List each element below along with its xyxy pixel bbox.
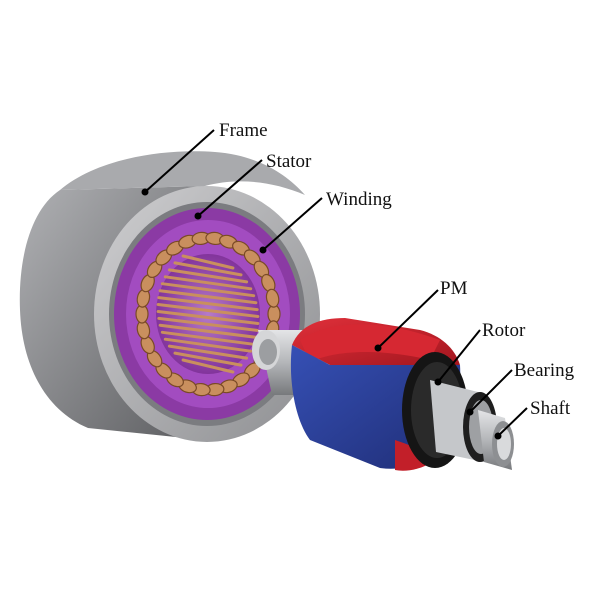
shaft-rear-end-dark xyxy=(259,339,277,365)
leader-frame-dot xyxy=(142,189,149,196)
leader-rotor-dot xyxy=(435,379,442,386)
leader-pm-dot xyxy=(375,345,382,352)
rotor-assembly xyxy=(252,318,514,471)
label-stator: Stator xyxy=(266,151,312,172)
leader-stator-dot xyxy=(195,213,202,220)
label-pm: PM xyxy=(440,278,468,299)
label-rotor: Rotor xyxy=(482,320,526,341)
label-shaft: Shaft xyxy=(530,398,571,419)
leader-shaft-dot xyxy=(495,433,502,440)
winding-coil xyxy=(136,305,148,323)
leader-winding-dot xyxy=(260,247,267,254)
winding xyxy=(136,231,281,396)
label-bearing: Bearing xyxy=(514,360,575,381)
winding-coil xyxy=(268,305,280,323)
label-frame: Frame xyxy=(219,120,268,141)
label-winding: Winding xyxy=(326,189,392,210)
leader-bearing-dot xyxy=(467,409,474,416)
